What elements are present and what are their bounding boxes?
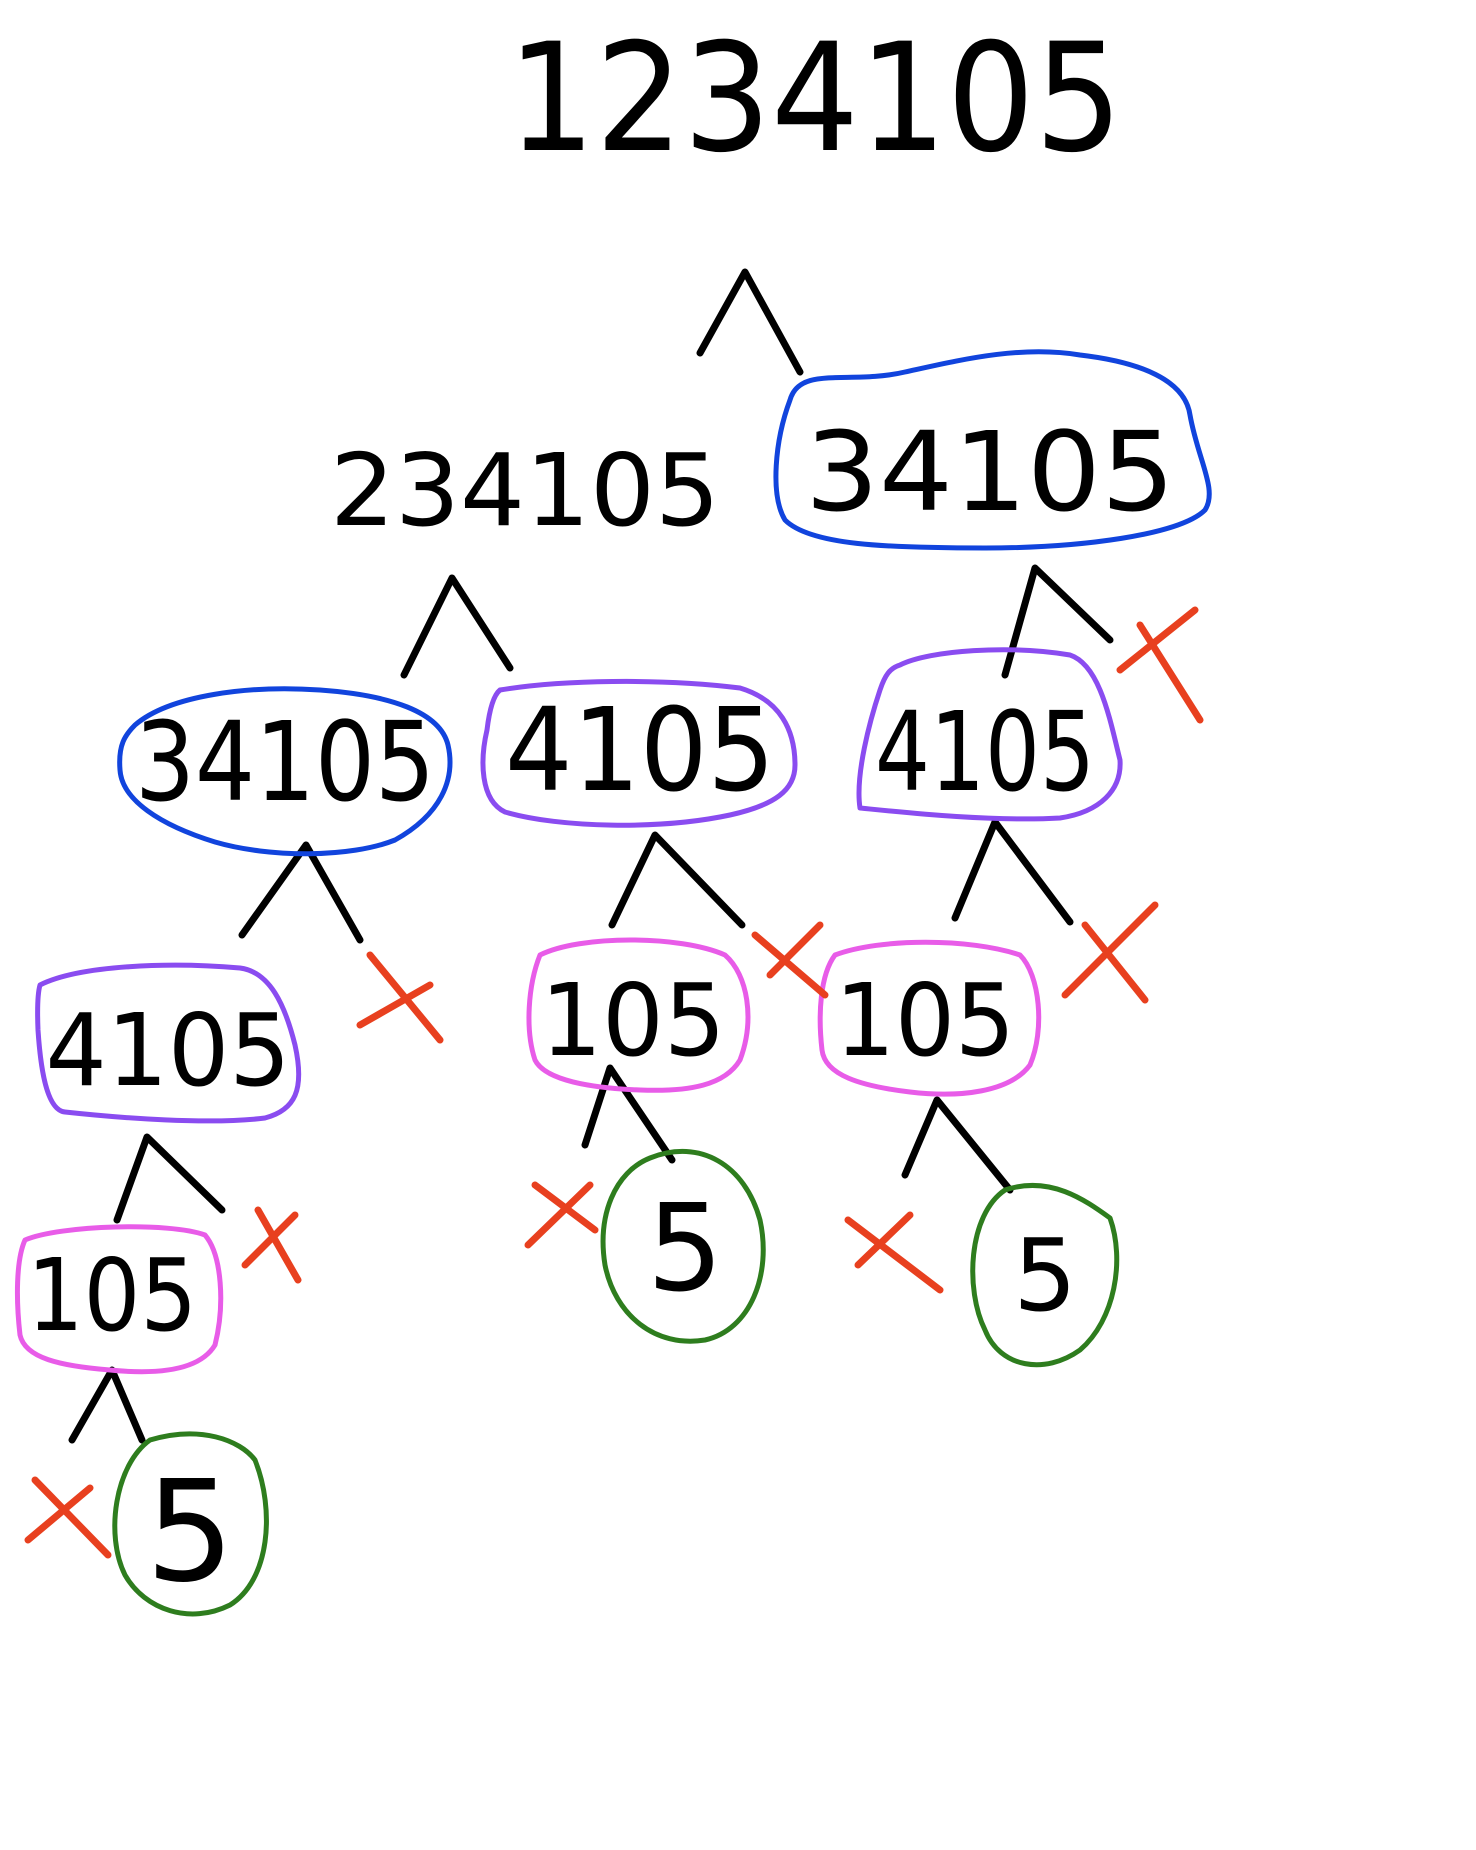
magenta-ring-105-right <box>817 939 1042 1097</box>
x-mark <box>1116 606 1204 724</box>
green-ring-5-right <box>970 1183 1120 1368</box>
node-5-bottom-left: 5 <box>145 1451 234 1614</box>
node-34105-top: 34105 <box>805 408 1175 536</box>
x-mark <box>1061 901 1159 1004</box>
edge-root <box>696 268 804 376</box>
edge-234105 <box>400 574 514 679</box>
x-mark <box>356 951 444 1044</box>
edge-4105-left <box>113 1133 226 1224</box>
x-mark <box>524 1181 599 1249</box>
node-root-1234105: 1234105 <box>508 12 1123 186</box>
purple-ring-4105-left <box>35 962 302 1124</box>
edge-4105-middle <box>608 831 746 929</box>
magenta-ring-105-left <box>14 1224 224 1375</box>
x-mark <box>844 1211 944 1294</box>
tree-nodes: 1234105 234105 34105 34105 4105 4105 410… <box>27 12 1175 1614</box>
x-mark <box>241 1206 302 1284</box>
node-105-middle: 105 <box>541 962 726 1079</box>
node-105-right: 105 <box>835 962 1015 1079</box>
edge-105-left <box>68 1366 146 1444</box>
purple-ring-4105-middle <box>480 678 798 828</box>
blue-ring-34105-left <box>117 686 453 857</box>
magenta-ring-105-middle <box>526 937 751 1093</box>
edge-34105-left <box>238 841 364 944</box>
tree-edges <box>68 268 1114 1444</box>
node-4105-right: 4105 <box>875 688 1095 816</box>
edge-34105-right <box>1001 564 1114 679</box>
x-mark <box>751 921 829 999</box>
node-5-middle: 5 <box>647 1180 723 1319</box>
node-5-right: 5 <box>1013 1217 1077 1334</box>
node-234105: 234105 <box>330 432 720 549</box>
node-4105-left: 4105 <box>46 992 291 1109</box>
edge-105-right <box>901 1096 1014 1194</box>
highlight-rings <box>14 349 1212 1617</box>
pruned-marks <box>24 606 1204 1559</box>
green-ring-5-middle <box>600 1148 766 1344</box>
node-105-left: 105 <box>27 1237 197 1354</box>
node-4105-middle: 4105 <box>505 684 775 818</box>
purple-ring-4105-right <box>856 647 1123 822</box>
x-mark <box>24 1476 112 1559</box>
node-34105-left: 34105 <box>135 698 435 826</box>
blue-ring-34105-top <box>773 349 1212 551</box>
edge-4105-right <box>951 818 1074 926</box>
green-ring-5-left <box>112 1431 269 1617</box>
edge-105-middle <box>581 1064 676 1164</box>
